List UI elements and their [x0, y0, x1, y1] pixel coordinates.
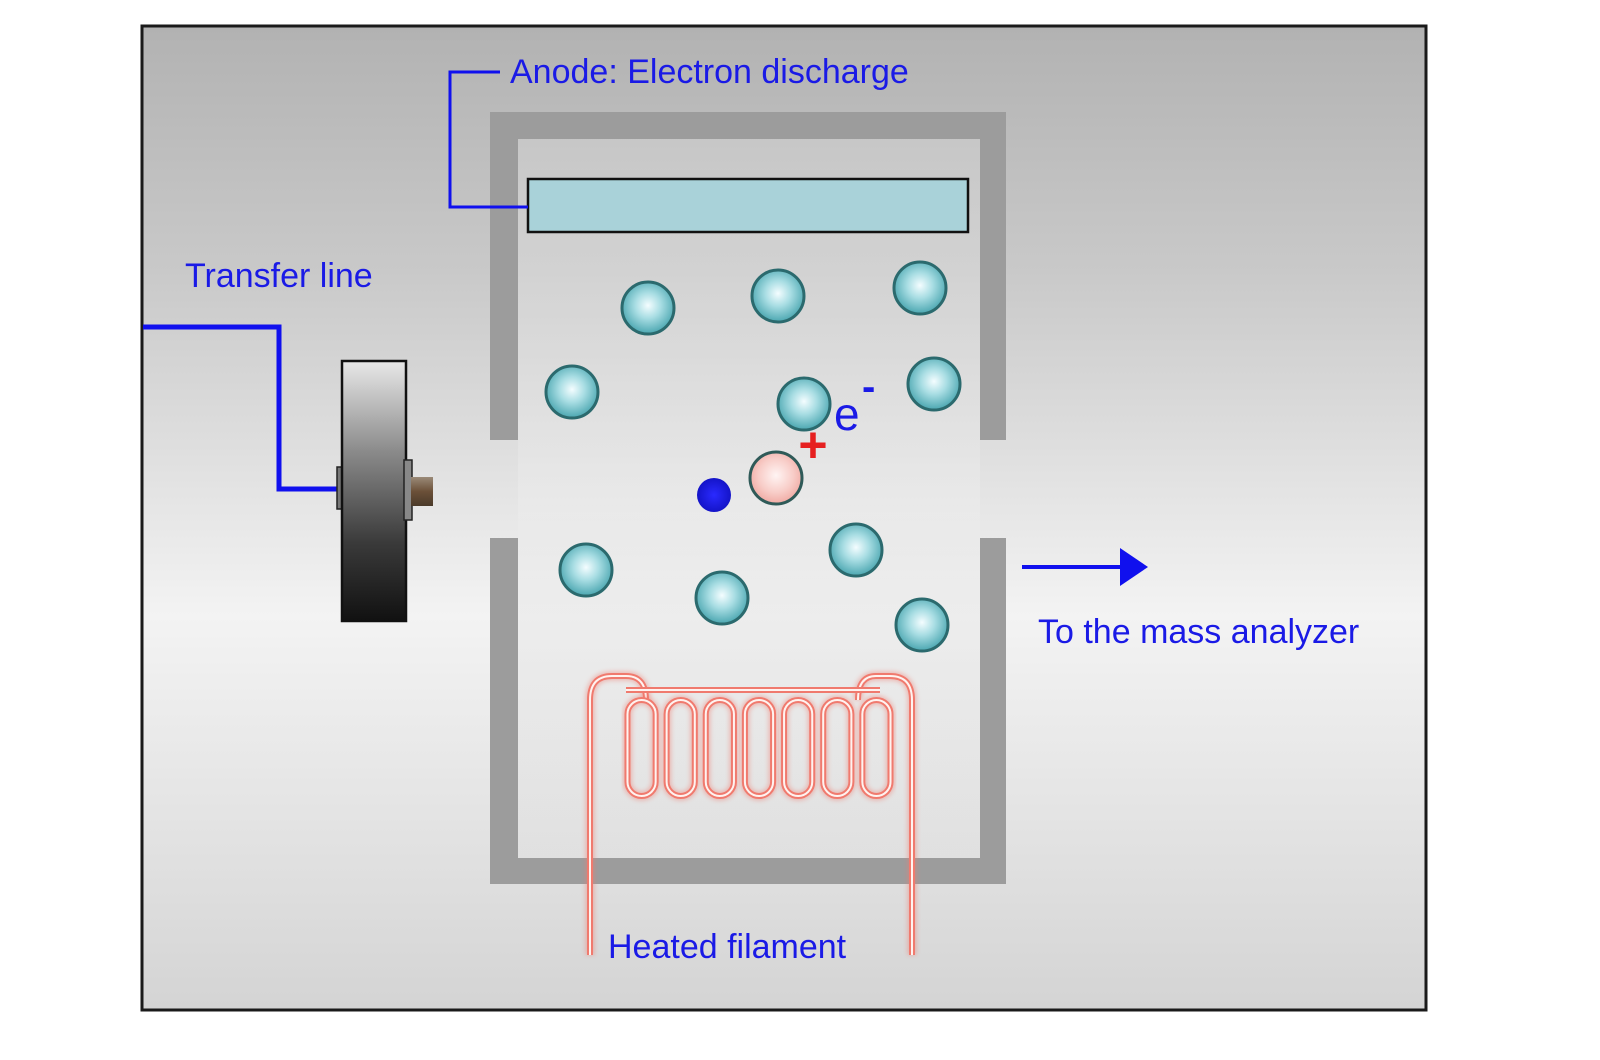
lens-body [340, 359, 408, 623]
chamber-wall-right-upper [980, 112, 1006, 440]
chamber-wall-left-upper [490, 112, 518, 440]
filament-coil-turn-highlight [704, 699, 735, 797]
anode-leader-line [448, 70, 528, 209]
filament-coil-turn-highlight [783, 699, 814, 797]
filament-label: Heated filament [608, 928, 847, 966]
arrow-head [1120, 548, 1148, 586]
heated-filament [585, 671, 917, 955]
mass-analyzer-arrow [1022, 548, 1148, 586]
ion-molecule [748, 450, 804, 506]
neutral-molecules [544, 260, 962, 653]
neutral-molecule [828, 522, 884, 578]
chamber-wall-left-lower [490, 538, 518, 884]
filament-coil-turn-highlight [626, 699, 657, 797]
chamber-wall-bottom [490, 858, 1006, 884]
anode-label: Anode: Electron discharge [510, 53, 909, 91]
ionization-chamber [490, 112, 1006, 884]
neutral-molecule [544, 364, 600, 420]
filament-coil-turn-highlight [822, 699, 853, 797]
filament-coil-turn-highlight [665, 699, 696, 797]
electron-charge-minus: - [862, 365, 875, 409]
inlet-stub [411, 477, 433, 506]
mass-analyzer-label: To the mass analyzer [1038, 613, 1359, 651]
lens-right-bracket [403, 459, 413, 521]
neutral-molecule [620, 280, 676, 336]
neutral-molecule [558, 542, 614, 598]
neutral-molecule [776, 376, 832, 432]
neutral-molecule [694, 570, 750, 626]
filament-coil-turn-highlight [743, 699, 775, 797]
filament-coil-turn-highlight [861, 699, 892, 797]
neutral-molecule [906, 356, 962, 412]
chamber-wall-top [490, 112, 1006, 139]
transfer-line-path [143, 324, 342, 492]
chamber-wall-right-lower [980, 538, 1006, 884]
neutral-molecule [894, 597, 950, 653]
neutral-molecule [750, 268, 806, 324]
anode-plate [526, 177, 970, 234]
ion-charge-plus: + [798, 417, 827, 473]
transfer-line-label: Transfer line [185, 257, 373, 295]
electron-symbol: e [834, 388, 860, 440]
inlet-lens [336, 359, 433, 623]
neutral-molecule [892, 260, 948, 316]
electron-particle [697, 478, 731, 512]
